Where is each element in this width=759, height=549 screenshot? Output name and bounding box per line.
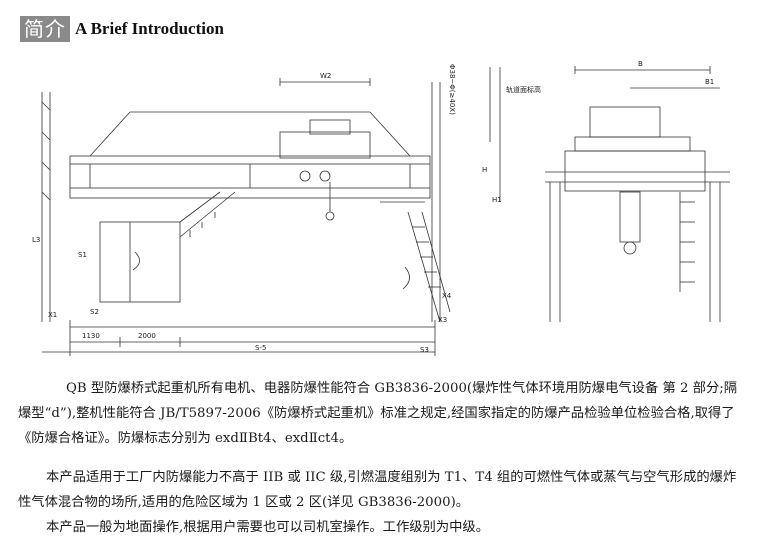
label-s2: S2: [90, 308, 99, 316]
label-b1: B1: [705, 78, 714, 86]
crane-technical-drawing: W2 L3 S1 S2 S3 X1 X3 X4 B B1 H H1 1130 2…: [32, 60, 730, 356]
intro-paragraph-1: QB 型防爆桥式起重机所有电机、电器防爆性能符合 GB3836-2000(爆炸性…: [18, 381, 738, 446]
right-column: [431, 82, 441, 322]
left-column: [41, 92, 51, 322]
label-x4: X4: [442, 292, 452, 300]
intro-paragraph-3: 本产品一般为地面操作,根据用户需要也可以司机室操作。工作级别为中级。: [46, 520, 490, 535]
section-title: A Brief Introduction: [75, 19, 224, 38]
label-1130: 1130: [82, 332, 100, 340]
label-l3: L3: [32, 236, 40, 244]
top-dimension: [279, 67, 501, 202]
label-b: B: [638, 60, 643, 68]
main-girder: [69, 111, 431, 203]
label-s1: S1: [78, 251, 87, 259]
label-2000: 2000: [138, 332, 156, 340]
side-view: [545, 66, 730, 322]
section-header: 简介 A Brief Introduction: [20, 16, 224, 42]
span-dimension: [42, 320, 436, 356]
intro-paragraph-2: 本产品适用于工厂内防爆能力不高于 IIB 或 IIC 级,引燃温度组别为 T1、…: [18, 470, 737, 510]
label-x3: X3: [438, 316, 447, 324]
label-rail-note: Φ38~Φ(≥40X): [448, 64, 456, 115]
operator-cab: [99, 191, 236, 303]
trolley: [279, 119, 371, 221]
section-badge: 简介: [20, 16, 70, 42]
label-elevation: 轨道面标高: [506, 85, 541, 94]
label-s3: S3: [420, 346, 429, 354]
label-h: H: [482, 166, 487, 174]
label-w2: W2: [320, 72, 331, 80]
label-span: S-5: [255, 344, 266, 352]
label-h1: H1: [492, 196, 502, 204]
label-x1: X1: [48, 311, 57, 319]
access-stair: [402, 211, 451, 323]
